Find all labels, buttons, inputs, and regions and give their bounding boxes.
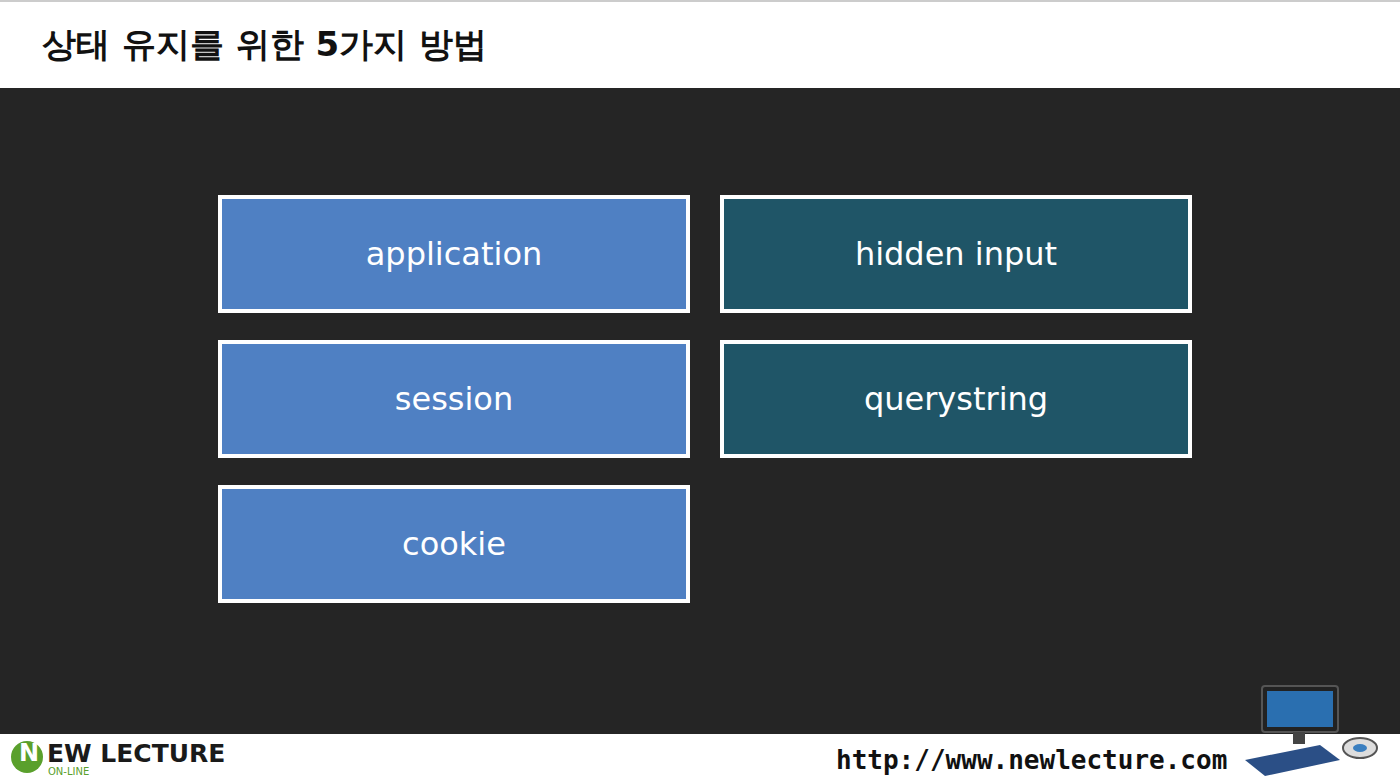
method-box: application (218, 195, 690, 313)
method-label: application (356, 235, 553, 273)
logo-subtext: ON-LINE (48, 767, 89, 777)
title-bar (0, 0, 1400, 88)
method-box: session (218, 340, 690, 458)
top-rule (0, 0, 1400, 2)
method-label: hidden input (845, 235, 1067, 273)
site-url: http://www.newlecture.com (836, 747, 1227, 773)
logo-letter: N (19, 741, 39, 765)
method-label: querystring (854, 380, 1058, 418)
method-box: hidden input (720, 195, 1192, 313)
method-label: cookie (392, 525, 516, 563)
computer-icon (1245, 686, 1377, 776)
method-box: cookie (218, 485, 690, 603)
footer-bar (0, 734, 1400, 781)
method-box: querystring (720, 340, 1192, 458)
slide-title: 상태 유지를 위한 5가지 방법 (42, 22, 487, 68)
logo-text: EW LECTURE (47, 741, 225, 766)
slide-ground (0, 88, 1400, 734)
method-label: session (385, 380, 523, 418)
logo-circle (11, 741, 43, 773)
